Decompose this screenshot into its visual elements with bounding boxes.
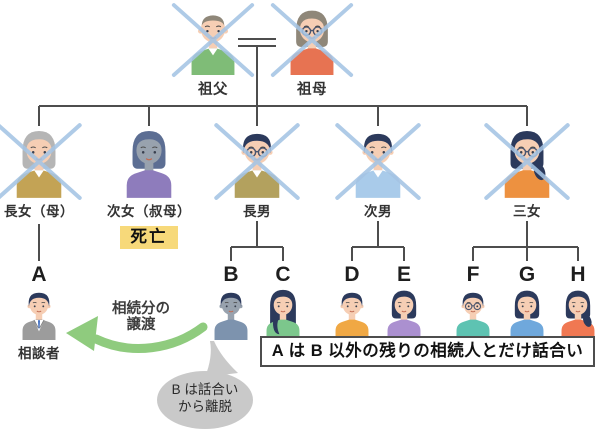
person-heir-c: [260, 287, 306, 340]
third-daughter-avatar-icon: [484, 123, 570, 200]
heir-b-avatar-icon: [214, 292, 248, 340]
discussion-note-box: A は B 以外の残りの相続人とだけ話合い: [260, 336, 595, 367]
heir-f-letter: F: [466, 263, 480, 286]
person-heir-d: [329, 287, 375, 340]
person-eldest-son: [214, 123, 300, 200]
speech-bubble-line2: から離脱: [178, 398, 232, 414]
heir-d-avatar-icon: [335, 292, 369, 340]
deceased-cross-icon: [0, 123, 82, 200]
person-heir-g: [504, 287, 550, 340]
inheritance-transfer-label-line2: 譲渡: [126, 317, 156, 333]
heir-c-avatar-icon: [266, 289, 300, 340]
heir-a-letter: A: [31, 263, 47, 286]
deceased-cross-icon: [484, 123, 570, 200]
heir-e-avatar-icon: [387, 290, 421, 340]
death-badge: 死亡: [120, 226, 178, 249]
person-heir-h: [555, 287, 600, 340]
second-son-label: 次男: [364, 204, 392, 219]
grandfather-avatar-icon: [171, 3, 255, 77]
deceased-cross-icon: [171, 3, 255, 77]
heir-g-letter: G: [518, 263, 536, 286]
heir-b-letter: B: [223, 263, 239, 286]
speech-bubble-text: B は話合い から離脱: [151, 382, 259, 415]
person-grandfather: [171, 3, 255, 77]
person-grandmother: [270, 3, 354, 77]
person-eldest-daughter-mother: [0, 123, 82, 200]
heir-g-avatar-icon: [510, 290, 544, 340]
inheritance-transfer-label: 相続分の 譲渡: [94, 301, 188, 333]
heir-a-sublabel: 相談者: [18, 346, 60, 361]
heir-h-avatar-icon: [561, 290, 595, 340]
deceased-cross-icon: [270, 3, 354, 77]
eldest-daughter-mother-avatar-icon: [0, 123, 82, 200]
person-heir-a: [16, 287, 62, 340]
grandmother-label: 祖母: [297, 82, 327, 98]
deceased-cross-icon: [335, 123, 421, 200]
heir-e-letter: E: [396, 263, 411, 286]
person-heir-f: [450, 287, 496, 340]
grandfather-label: 祖父: [198, 82, 228, 98]
second-son-avatar-icon: [335, 123, 421, 200]
person-second-daughter-aunt: [118, 126, 180, 198]
heir-h-letter: H: [570, 263, 586, 286]
person-heir-e: [381, 287, 427, 340]
grandmother-avatar-icon: [270, 3, 354, 77]
person-heir-b: [208, 287, 254, 340]
second-daughter-aunt-avatar-icon: [126, 131, 172, 198]
deceased-cross-icon: [214, 123, 300, 200]
person-second-son: [335, 123, 421, 200]
heir-f-avatar-icon: [456, 292, 490, 340]
eldest-son-avatar-icon: [214, 123, 300, 200]
inheritance-transfer-label-line1: 相続分の: [112, 301, 170, 317]
eldest-daughter-mother-label: 長女（母）: [4, 204, 74, 219]
eldest-son-label: 長男: [243, 204, 271, 219]
heir-c-letter: C: [275, 263, 291, 286]
speech-bubble-line1: B は話合い: [171, 382, 239, 397]
person-third-daughter: [484, 123, 570, 200]
heir-d-letter: D: [344, 263, 360, 286]
second-daughter-aunt-label: 次女（叔母）: [107, 204, 191, 219]
heir-a-avatar-icon: [22, 292, 56, 340]
third-daughter-label: 三女: [513, 204, 541, 219]
